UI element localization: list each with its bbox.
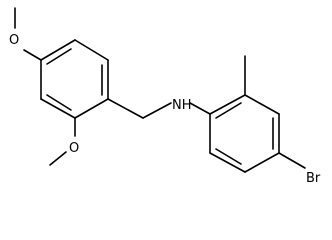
bond	[49, 151, 67, 166]
structure-svg: O O NH Br	[9, 7, 321, 186]
bond	[209, 152, 246, 173]
bond	[189, 102, 211, 115]
molecule-diagram: O O NH Br	[9, 7, 321, 186]
bond	[244, 94, 280, 115]
bond	[209, 94, 246, 115]
double-bond-inner	[215, 102, 242, 119]
bond	[40, 39, 76, 61]
double-bond-inner	[215, 148, 242, 165]
bromine-label: Br	[306, 171, 321, 186]
bond	[142, 102, 172, 119]
bond	[278, 152, 306, 169]
bond	[40, 98, 76, 119]
left-benzene-ring	[40, 39, 109, 119]
bond	[23, 49, 42, 61]
bond	[244, 152, 280, 173]
oxygen-label-top: O	[9, 33, 19, 48]
double-bond-inner	[46, 94, 72, 111]
oxygen-label-bottom: O	[69, 141, 79, 156]
double-bond-inner	[46, 48, 72, 65]
bond	[107, 98, 144, 119]
amine-label: NH	[172, 98, 192, 113]
right-benzene-ring	[209, 94, 280, 173]
bond	[74, 98, 109, 119]
bond	[74, 39, 109, 61]
